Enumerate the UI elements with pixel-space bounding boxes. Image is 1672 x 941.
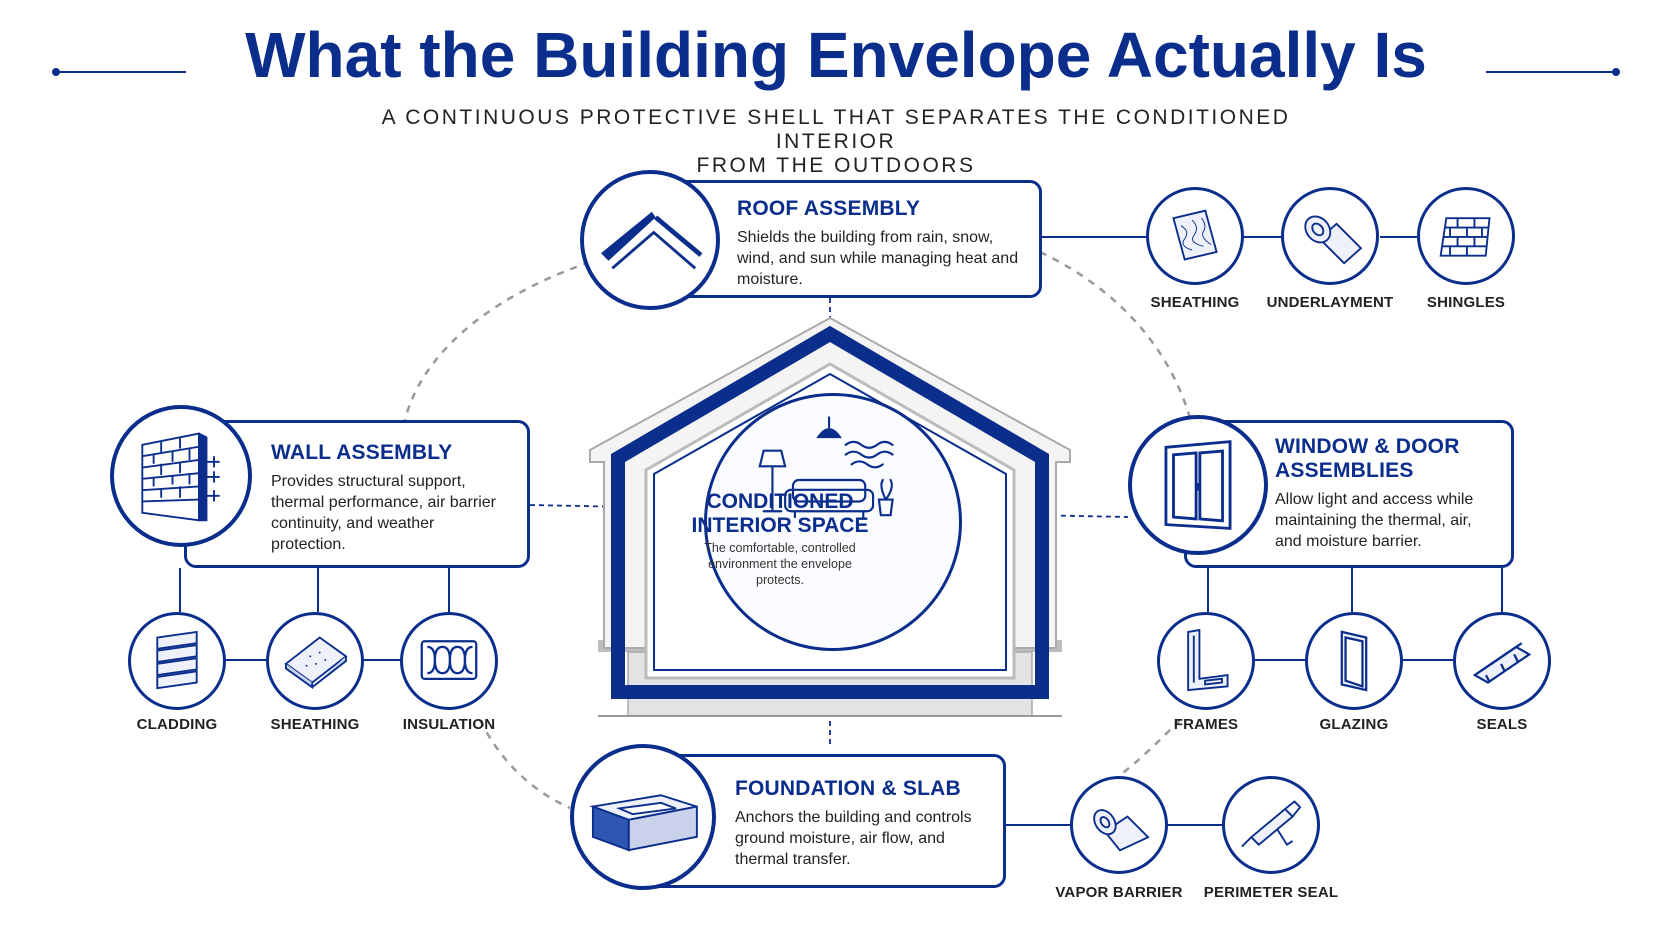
window-glazing-label: GLAZING	[1319, 716, 1389, 733]
roof-shingles-label: SHINGLES	[1426, 294, 1506, 311]
vapor-barrier-roll-icon	[1093, 809, 1150, 852]
roof-assembly-card: ROOF ASSEMBLY Shields the building from …	[646, 180, 1042, 298]
window-door-title: WINDOW & DOOR ASSEMBLIES	[1275, 435, 1495, 483]
underlayment-roll-icon	[1304, 215, 1363, 265]
foundation-slab-title: FOUNDATION & SLAB	[735, 777, 961, 800]
window-frames-label: FRAMES	[1173, 716, 1239, 733]
wall-assembly-title: WALL ASSEMBLY	[271, 441, 453, 464]
frame-profile-icon	[1187, 628, 1229, 692]
window-door-title-line-2: ASSEMBLIES	[1275, 459, 1414, 482]
cladding-icon	[156, 630, 198, 690]
slab-icon	[589, 794, 698, 852]
page-title: What the Building Envelope Actually Is	[245, 19, 1427, 91]
brick-wall-icon	[141, 432, 220, 522]
subtitle-line-1: A CONTINUOUS PROTECTIVE SHELL THAT SEPAR…	[381, 106, 1291, 153]
foundation-vapor-label: VAPOR BARRIER	[1055, 884, 1183, 901]
sliding-door-icon	[1164, 440, 1232, 530]
wall-sheathing-label: SHEATHING	[270, 716, 360, 733]
roof-underlayment-label: UNDERLAYMENT	[1266, 294, 1394, 311]
wall-assembly-description: Provides structural support, thermal per…	[271, 473, 496, 553]
center-description: The comfortable, controlled environment …	[704, 541, 856, 587]
roof-icon	[600, 211, 703, 270]
wall-cladding-circle	[128, 612, 226, 710]
living-room-icon	[758, 416, 894, 519]
roof-assembly-description: Shields the building from rain, snow, wi…	[737, 229, 1019, 288]
glass-pane-icon	[1340, 630, 1368, 692]
foundation-vapor-circle	[1070, 776, 1168, 874]
center-title-line-2: INTERIOR SPACE	[691, 514, 869, 537]
window-seals-circle	[1453, 612, 1551, 710]
window-icon-circle	[1128, 415, 1268, 555]
window-glazing-circle	[1305, 612, 1403, 710]
foundation-perimeter-label: PERIMETER SEAL	[1203, 884, 1339, 901]
center-title-line-1: CONDITIONED	[706, 490, 854, 513]
title-rule-right	[1486, 68, 1620, 76]
sheathing-panel-icon	[1172, 209, 1218, 261]
sheathing-board-icon	[284, 636, 348, 690]
wall-cladding-label: CLADDING	[136, 716, 218, 733]
center-circle	[704, 393, 962, 651]
wall-connectors	[179, 568, 450, 661]
insulation-icon	[420, 640, 478, 680]
subtitle-line-2: FROM THE OUTDOORS	[696, 154, 976, 177]
center-title: CONDITIONED INTERIOR SPACE	[680, 490, 880, 538]
title-rule-left	[52, 68, 186, 76]
window-connectors	[1207, 568, 1503, 661]
caulk-gun-icon	[1241, 800, 1302, 848]
foundation-slab-card: FOUNDATION & SLAB Anchors the building a…	[646, 754, 1006, 888]
shingles-icon	[1439, 217, 1491, 257]
window-door-title-line-1: WINDOW & DOOR	[1275, 435, 1460, 458]
wall-icon-circle	[110, 405, 252, 547]
wall-sheathing-circle	[266, 612, 364, 710]
foundation-perimeter-circle	[1222, 776, 1320, 874]
window-frames-circle	[1157, 612, 1255, 710]
foundation-slab-description: Anchors the building and controls ground…	[735, 809, 972, 868]
wall-insulation-circle	[400, 612, 498, 710]
page-subtitle: A CONTINUOUS PROTECTIVE SHELL THAT SEPAR…	[336, 106, 1336, 178]
window-door-card: WINDOW & DOOR ASSEMBLIES Allow light and…	[1184, 420, 1514, 568]
foundation-icon-circle	[570, 744, 716, 890]
roof-underlayment-circle	[1281, 187, 1379, 285]
seal-strip-icon	[1472, 642, 1532, 684]
window-seals-label: SEALS	[1476, 716, 1528, 733]
window-door-description: Allow light and access while maintaining…	[1275, 491, 1474, 550]
roof-sheathing-circle	[1146, 187, 1244, 285]
roof-sheathing-label: SHEATHING	[1150, 294, 1240, 311]
wall-insulation-label: INSULATION	[402, 716, 496, 733]
roof-shingles-circle	[1417, 187, 1515, 285]
roof-assembly-title: ROOF ASSEMBLY	[737, 197, 921, 220]
roof-icon-circle	[580, 170, 720, 310]
